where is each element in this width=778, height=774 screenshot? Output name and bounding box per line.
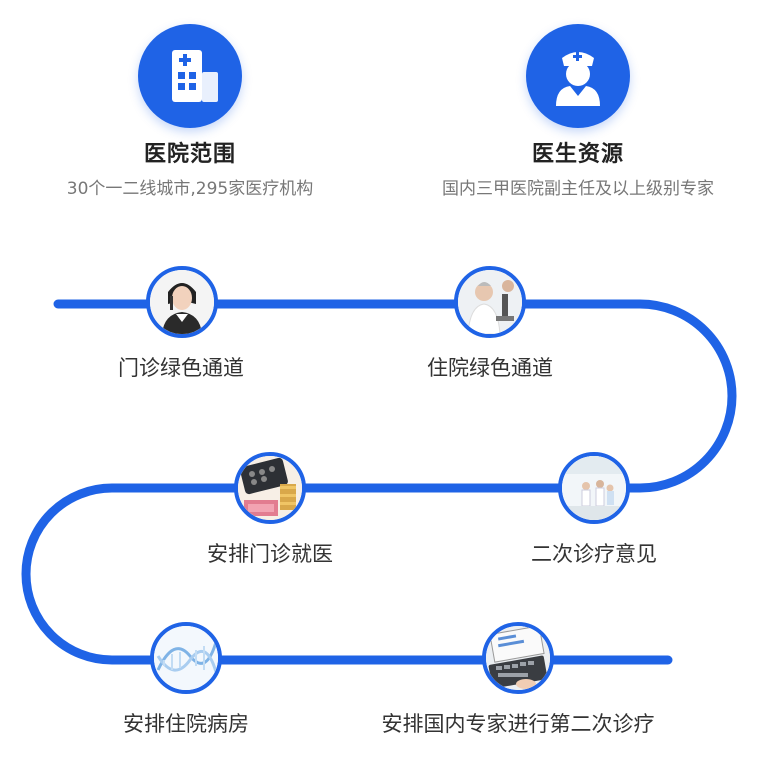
doctor-microscope-photo-icon <box>454 266 526 338</box>
laptop-keyboard-photo-icon <box>482 622 554 694</box>
step-label-second-opinion: 二次诊疗意见 <box>531 542 657 566</box>
receptionist-photo-icon <box>146 266 218 338</box>
medical-staff-photo-icon <box>558 452 630 524</box>
step-label-inpatient: 住院绿色通道 <box>427 356 553 380</box>
feature-title: 医院范围 <box>143 142 236 167</box>
step-label-arrange-ward: 安排住院病房 <box>123 712 249 736</box>
step-label-outpatient: 门诊绿色通道 <box>118 356 244 380</box>
hospital-building-icon <box>138 24 242 128</box>
feature-title: 医生资源 <box>531 142 624 167</box>
feature-subtitle: 国内三甲医院副主任及以上级别专家 <box>442 179 714 199</box>
step-label-expert-treatment: 安排国内专家进行第二次诊疗 <box>381 712 655 736</box>
feature-doctor-resources: 医生资源 国内三甲医院副主任及以上级别专家 <box>388 24 768 199</box>
step-label-arrange-outpatient: 安排门诊就医 <box>207 542 333 566</box>
calculator-coins-photo-icon <box>234 452 306 524</box>
feature-hospital-scope: 医院范围 30个一二线城市,295家医疗机构 <box>0 24 380 199</box>
nurse-doctor-icon <box>526 24 630 128</box>
feature-subtitle: 30个一二线城市,295家医疗机构 <box>66 179 314 199</box>
dna-helix-photo-icon <box>150 622 222 694</box>
